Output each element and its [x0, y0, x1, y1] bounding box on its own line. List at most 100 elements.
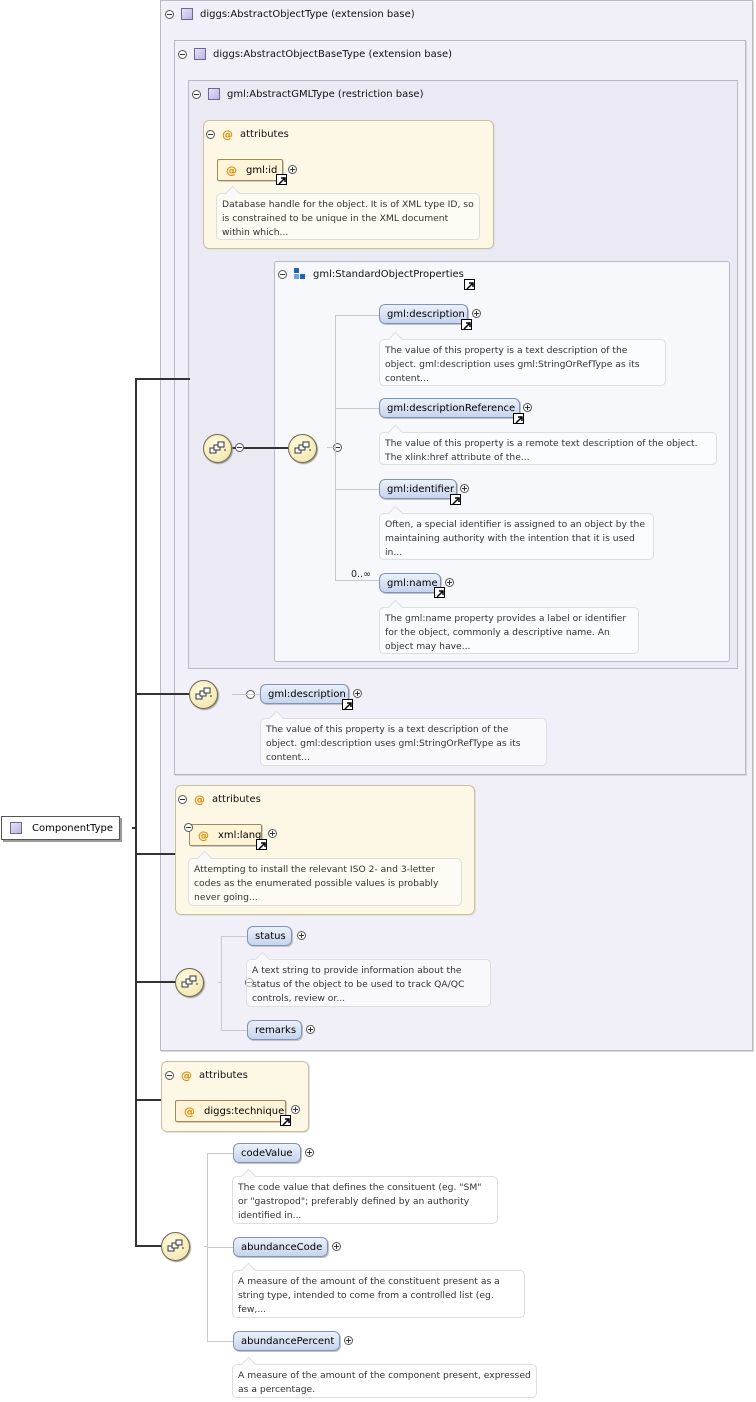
connector-line [135, 378, 189, 380]
attribute-gml-id[interactable]: @ gml:id [217, 159, 283, 181]
collapse-minus-icon[interactable] [278, 269, 287, 279]
expand-plus-icon[interactable] [297, 931, 306, 940]
tree-line [218, 982, 221, 983]
type-header-abstract-object-base[interactable]: diggs:AbstractObjectBaseType (extension … [178, 48, 452, 60]
collapse-minus-icon[interactable] [165, 9, 174, 19]
multiplicity-label: 0..∞ [351, 569, 371, 580]
sequence-icon[interactable] [288, 434, 317, 463]
element-code-value[interactable]: codeValue [233, 1143, 301, 1163]
expand-plus-icon[interactable] [472, 309, 481, 318]
attribute-name: diggs:technique [204, 1105, 285, 1117]
expand-plus-icon[interactable] [291, 1105, 300, 1114]
reference-arrow-icon[interactable] [256, 839, 267, 850]
collapse-minus-icon[interactable] [178, 795, 187, 804]
tree-line [232, 694, 260, 695]
attribute-at-icon: @ [226, 163, 237, 177]
connector-line [135, 1099, 161, 1101]
expand-plus-icon[interactable] [306, 1025, 315, 1034]
element-gml-identifier[interactable]: gml:identifier [379, 479, 457, 499]
reference-arrow-icon[interactable] [513, 413, 524, 424]
element-abundance-percent[interactable]: abundancePercent [233, 1331, 340, 1351]
element-gml-description[interactable]: gml:description [379, 304, 468, 324]
sequence-icon[interactable] [203, 434, 232, 463]
type-header-abstract-gml[interactable]: gml:AbstractGMLType (restriction base) [192, 88, 423, 100]
reference-arrow-icon[interactable] [464, 279, 475, 290]
connector-line [132, 827, 136, 829]
element-remarks[interactable]: remarks [247, 1020, 302, 1040]
tree-line [221, 936, 222, 1030]
connector-line [188, 378, 190, 380]
attribute-group-header[interactable]: @ attributes [178, 793, 261, 806]
expand-plus-icon[interactable] [288, 165, 297, 174]
element-doc: The code value that defines the consitue… [232, 1176, 498, 1224]
element-doc: A text string to provide information abo… [246, 959, 491, 1007]
attribute-at-icon: @ [198, 828, 209, 842]
connector-line [135, 693, 189, 695]
tree-line [207, 1153, 233, 1154]
tree-line [335, 489, 379, 490]
root-node-component-type[interactable]: ComponentType [1, 816, 120, 840]
collapse-minus-icon[interactable] [183, 823, 193, 832]
tree-line [335, 315, 336, 580]
expand-plus-icon[interactable] [344, 1336, 353, 1345]
element-gml-name[interactable]: gml:name [379, 573, 441, 593]
complex-type-icon [10, 822, 22, 834]
attributes-label: attributes [212, 794, 261, 805]
connector-line [135, 853, 175, 855]
type-label: diggs:AbstractObjectBaseType (extension … [213, 48, 453, 60]
group-label: gml:StandardObjectProperties [313, 268, 464, 280]
attribute-name: gml:id [246, 164, 278, 176]
attribute-group-header[interactable]: @ attributes [165, 1069, 248, 1082]
element-gml-description-reference[interactable]: gml:descriptionReference [379, 398, 520, 418]
expand-plus-icon[interactable] [445, 578, 454, 587]
attribute-at-icon: @ [222, 128, 233, 141]
expand-plus-icon[interactable] [332, 1242, 341, 1251]
reference-arrow-icon[interactable] [280, 1115, 291, 1126]
collapse-minus-icon[interactable] [192, 89, 201, 99]
tree-line [207, 1247, 233, 1248]
tree-line [335, 315, 379, 316]
tree-line [207, 1341, 233, 1342]
type-header-abstract-object[interactable]: diggs:AbstractObjectType (extension base… [165, 8, 415, 20]
reference-arrow-icon[interactable] [434, 587, 445, 598]
expand-plus-icon[interactable] [305, 1148, 314, 1157]
collapse-minus-icon[interactable] [165, 1071, 174, 1080]
collapse-minus-icon[interactable] [206, 130, 215, 139]
sequence-icon[interactable] [161, 1232, 190, 1261]
reference-arrow-icon[interactable] [276, 174, 287, 185]
root-label: ComponentType [32, 822, 114, 834]
attributes-label: attributes [240, 129, 289, 140]
attribute-group-header[interactable]: @ attributes [206, 128, 289, 141]
attribute-doc: Attempting to install the relevant ISO 2… [188, 858, 462, 906]
reference-arrow-icon[interactable] [342, 699, 353, 710]
element-doc: A measure of the amount of the component… [232, 1364, 537, 1398]
element-doc: A measure of the amount of the constitue… [232, 1270, 525, 1318]
element-status[interactable]: status [247, 926, 292, 946]
expand-plus-icon[interactable] [523, 403, 532, 412]
reference-arrow-icon[interactable] [461, 319, 472, 330]
element-abundance-code[interactable]: abundanceCode [233, 1237, 328, 1257]
attribute-diggs-technique[interactable]: @ diggs:technique [175, 1100, 286, 1122]
reference-arrow-icon[interactable] [450, 494, 461, 505]
complex-type-icon [208, 88, 220, 100]
expand-plus-icon[interactable] [353, 689, 362, 698]
element-doc: The gml:name property provides a label o… [379, 607, 639, 654]
attribute-xml-lang[interactable]: @ xml:lang [189, 824, 262, 846]
tree-line [327, 447, 335, 448]
attribute-at-icon: @ [194, 793, 205, 806]
collapse-minus-icon[interactable] [178, 49, 187, 59]
expand-plus-icon[interactable] [460, 484, 469, 493]
collapse-minus-icon[interactable] [235, 443, 244, 452]
tree-line [335, 580, 379, 581]
complex-type-icon [181, 8, 193, 20]
group-header[interactable]: gml:StandardObjectProperties [278, 268, 464, 280]
tree-line [221, 1030, 247, 1031]
expand-plus-icon[interactable] [268, 829, 277, 838]
type-label: diggs:AbstractObjectType (extension base… [200, 8, 415, 20]
tree-line [221, 936, 247, 937]
type-label: gml:AbstractGMLType (restriction base) [227, 88, 424, 100]
sequence-icon[interactable] [175, 968, 204, 997]
sequence-icon[interactable] [189, 680, 218, 709]
attribute-at-icon: @ [184, 1104, 195, 1118]
element-base-gml-description[interactable]: gml:description [260, 684, 349, 704]
